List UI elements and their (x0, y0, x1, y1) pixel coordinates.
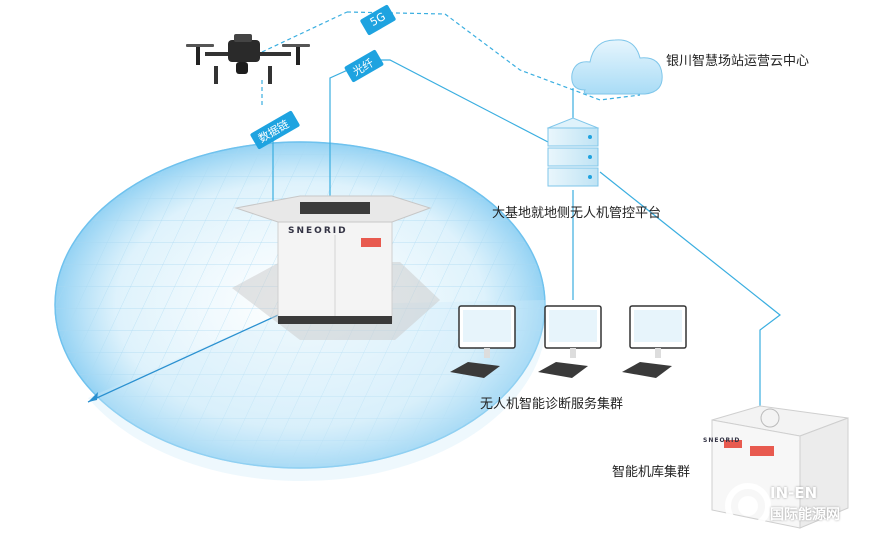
wireless-links (261, 11, 641, 108)
cloud-icon (571, 39, 663, 95)
sweep-line (87, 304, 301, 403)
tag-datalink (250, 110, 300, 150)
tag-5g (360, 4, 396, 36)
server-stack-icon (546, 117, 600, 187)
tag-fiber (344, 49, 384, 83)
monitor-3 (622, 305, 687, 378)
drone-to-5g-line (261, 11, 348, 53)
hangar-cluster-brand: SNEORID (703, 437, 741, 444)
sun-logo-icon (725, 483, 771, 529)
monitor-1 (450, 305, 516, 378)
monitor-2 (538, 305, 602, 378)
drone-icon (186, 34, 310, 84)
5g-to-cloud-line (444, 13, 641, 101)
sweep-arrow-icon (88, 392, 98, 402)
platform-to-hangar-cluster-line (599, 171, 781, 410)
cloud-center-label: 银川智慧场站运营云中心 (666, 54, 810, 69)
hangar-cluster-box (711, 405, 849, 529)
watermark: IN-EN 国际能源网 (722, 478, 868, 534)
watermark-line1: IN-EN (770, 484, 818, 502)
watermark-line2: 国际能源网 (770, 507, 840, 523)
hangar-brand: SNEORID (288, 226, 348, 236)
control-platform-label: 大基地就地侧无人机管控平台 (492, 206, 662, 221)
diagnosis-cluster-label: 无人机智能诊断服务集群 (480, 397, 624, 412)
hangar-station (232, 195, 440, 340)
hangar-cluster-label: 智能机库集群 (612, 465, 691, 480)
